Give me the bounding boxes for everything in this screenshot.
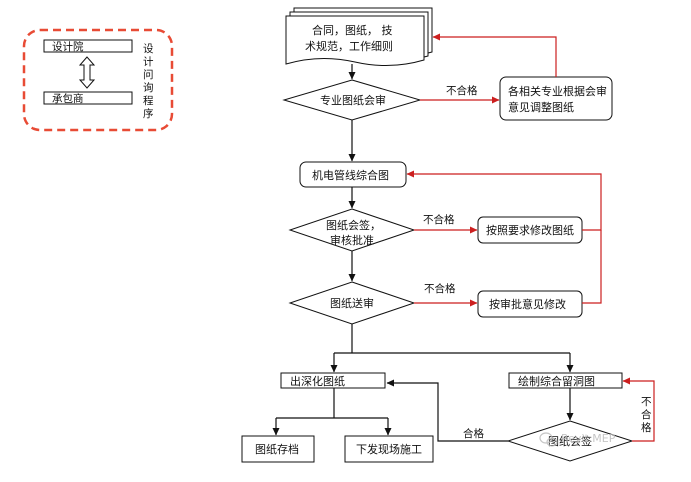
edge-label-fail: 不合格 bbox=[423, 213, 455, 226]
edge-label-pass: 合格 bbox=[463, 427, 484, 440]
double-arrow-icon bbox=[78, 56, 96, 89]
legend-contractor-label: 承包商 bbox=[52, 92, 84, 105]
adjust-node: 各相关专业根据会审 意见调整图纸 bbox=[499, 76, 613, 121]
submit-label: 图纸送审 bbox=[330, 296, 374, 310]
deepen-label: 出深化图纸 bbox=[290, 374, 345, 388]
sign-line-1: 图纸会签， bbox=[326, 218, 381, 232]
deepen-node: 出深化图纸 bbox=[280, 372, 386, 389]
hole-review-diamond: 图纸会签 bbox=[506, 420, 634, 462]
construction-node: 下发现场施工 bbox=[344, 435, 434, 463]
adjust-line-2: 意见调整图纸 bbox=[508, 100, 574, 114]
reject-connectors bbox=[406, 33, 655, 442]
main-connectors bbox=[272, 64, 574, 442]
mep-node: 机电管线综合图 bbox=[299, 161, 407, 188]
sign-diamond: 图纸会签， 审核批准 bbox=[288, 208, 416, 252]
hole-label: 绘制综合留洞图 bbox=[518, 374, 595, 388]
approve-modify-label: 按审批意见修改 bbox=[489, 297, 566, 311]
legend-designer-label: 设计院 bbox=[52, 40, 84, 53]
sign-line-2: 审核批准 bbox=[330, 233, 374, 247]
submit-diamond: 图纸送审 bbox=[288, 281, 416, 325]
legend-side-char: 序 bbox=[143, 107, 154, 120]
edge-label-fail-vertical: 格 bbox=[641, 421, 652, 434]
adjust-line-1: 各相关专业根据会审 bbox=[508, 84, 607, 98]
documents-node: 合同，图纸， 技 术规范，工作细则 bbox=[285, 7, 433, 67]
legend-panel: 设计院 承包商 设 计 问 询 程 序 bbox=[22, 28, 174, 132]
documents-line-2: 术规范，工作细则 bbox=[305, 39, 393, 53]
legend-side-char: 询 bbox=[143, 81, 154, 94]
legend-side-char: 设 bbox=[143, 43, 154, 55]
review-label: 专业图纸会审 bbox=[320, 93, 386, 107]
watermark: Revit MEP bbox=[539, 432, 616, 447]
construction-label: 下发现场施工 bbox=[356, 442, 422, 456]
approve-modify-node: 按审批意见修改 bbox=[477, 290, 583, 318]
documents-line-1: 合同，图纸， 技 bbox=[312, 23, 393, 37]
edge-label-fail-vertical: 合 bbox=[641, 408, 652, 421]
mep-label: 机电管线综合图 bbox=[312, 168, 389, 182]
legend-side-char: 问 bbox=[143, 68, 154, 81]
wechat-icon bbox=[539, 432, 558, 447]
edge-label-fail: 不合格 bbox=[424, 282, 456, 295]
legend-side-char: 程 bbox=[143, 95, 154, 107]
archive-node: 图纸存档 bbox=[241, 435, 315, 463]
hole-node: 绘制综合留洞图 bbox=[508, 372, 623, 389]
modify-node: 按照要求修改图纸 bbox=[477, 216, 583, 244]
legend-side-char: 计 bbox=[143, 55, 154, 68]
hole-review-label: 图纸会签 bbox=[548, 434, 592, 448]
modify-label: 按照要求修改图纸 bbox=[486, 223, 574, 237]
edge-label-fail-vertical: 不 bbox=[641, 396, 652, 408]
edge-label-fail: 不合格 bbox=[446, 84, 478, 97]
archive-label: 图纸存档 bbox=[255, 442, 299, 456]
watermark-text: Revit MEP bbox=[561, 432, 616, 445]
review-diamond: 专业图纸会审 bbox=[282, 79, 422, 121]
